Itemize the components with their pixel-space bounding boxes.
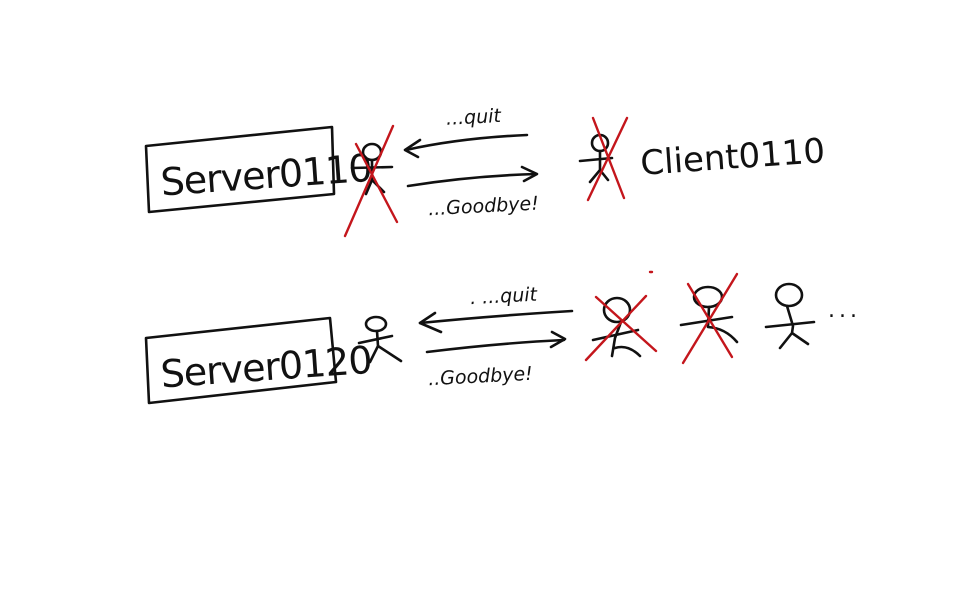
server-box-0120: Server0120	[144, 316, 373, 405]
client-person-icon	[578, 116, 629, 202]
cross-out-icon	[586, 116, 629, 202]
client-label: Client0110	[639, 131, 826, 184]
person-arms	[764, 320, 816, 329]
server-box-border	[144, 125, 336, 214]
arrow-head-left-icon	[403, 138, 422, 159]
server-person-icon	[357, 315, 403, 364]
arrow-left-line	[418, 309, 574, 325]
arrow-left-line	[404, 133, 529, 152]
quit-message-label: . ...quit	[469, 284, 539, 310]
person-body	[368, 329, 403, 364]
quit-arrow-2: . ...quit	[418, 284, 574, 334]
person-body	[610, 320, 642, 358]
server-box-0110: Server0110	[144, 125, 373, 214]
arrow-head-right-icon	[549, 330, 567, 349]
row-2: Server0120 . ...quit ..Goodbye!	[144, 270, 861, 405]
server-label: Server0120	[159, 338, 373, 397]
row-1: Server0110 ...quit ...Goodbye!	[144, 105, 826, 238]
client-person-icon-3	[764, 282, 816, 350]
cross-out-icon	[584, 294, 658, 362]
person-head	[602, 296, 632, 324]
cross-out-icon	[681, 272, 739, 365]
client-person-icon-2	[679, 272, 739, 365]
goodbye-arrow-2: ..Goodbye!	[425, 330, 567, 390]
arrow-head-left-icon	[418, 311, 443, 334]
client-person-icon-1	[584, 270, 658, 362]
person-body	[778, 304, 810, 350]
goodbye-message-label: ..Goodbye!	[428, 363, 534, 390]
quit-arrow-1: ...quit	[403, 105, 529, 159]
person-arms	[357, 334, 394, 345]
server-label: Server0110	[159, 146, 373, 205]
person-head	[364, 315, 388, 333]
arrow-right-line	[406, 172, 538, 188]
person-head	[774, 282, 804, 308]
server-box-border	[144, 316, 338, 405]
more-clients-indicator: ...	[828, 298, 861, 323]
person-arms	[679, 315, 734, 327]
quit-message-label: ...quit	[445, 105, 503, 130]
arrow-right-line	[425, 338, 566, 354]
server-person-icon	[343, 124, 399, 238]
arrow-head-right-icon	[520, 165, 539, 183]
cross-out-icon	[343, 124, 399, 238]
goodbye-message-label: ...Goodbye!	[428, 192, 540, 220]
goodbye-arrow-1: ...Goodbye!	[406, 165, 540, 220]
